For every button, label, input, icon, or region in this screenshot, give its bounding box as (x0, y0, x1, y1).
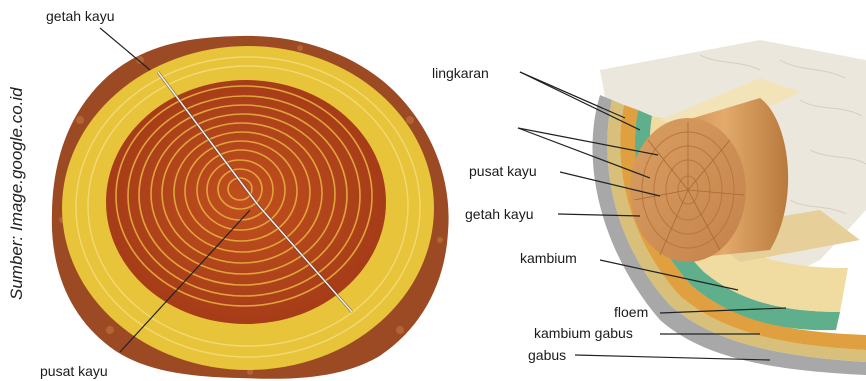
rings-leader-3 (520, 72, 602, 108)
log-cross-section: getah kayu pusat kayu (40, 8, 449, 379)
right-label-phloem: floem (614, 304, 648, 320)
right-label-sapwood: getah kayu (465, 206, 534, 222)
left-label-heartwood: pusat kayu (40, 363, 108, 379)
heartwood-core (106, 80, 386, 324)
source-credit: Sumber: Image.google.co.id (7, 87, 26, 300)
right-label-cork: gabus (528, 347, 566, 363)
log-layers-illustration: lingkaran pusat kayu getah kayu kambium … (432, 40, 866, 375)
left-label-sapwood: getah kayu (46, 8, 115, 24)
right-label-cambium: kambium (520, 250, 577, 266)
right-label-heartwood: pusat kayu (469, 163, 537, 179)
right-label-cork-cambium: kambium gabus (534, 325, 633, 341)
right-label-rings: lingkaran (432, 65, 489, 81)
